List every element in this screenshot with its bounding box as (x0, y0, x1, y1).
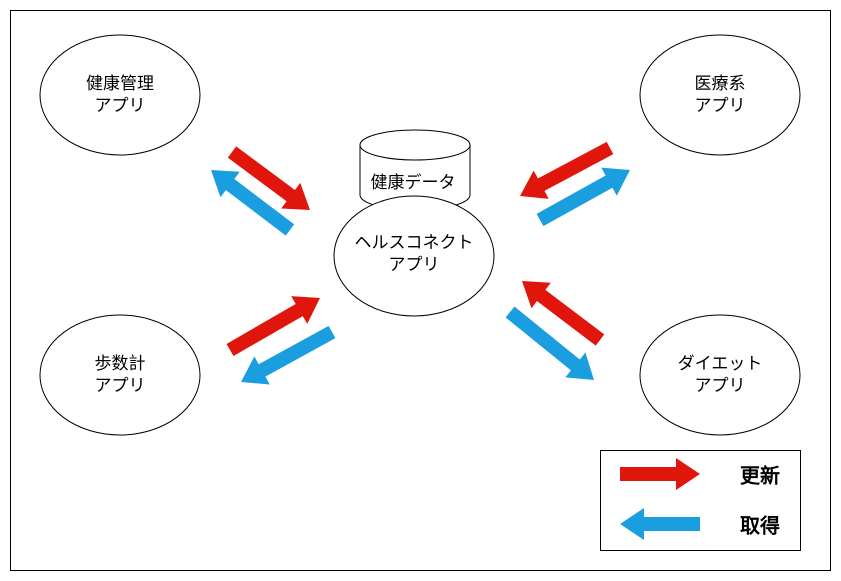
arrow-update-pedometer (226, 296, 320, 357)
arrow-fetch-diet (505, 306, 594, 380)
node-medical-app (639, 34, 801, 156)
legend-update-arrow (620, 458, 700, 490)
node-medical-label: 医療系アプリ (694, 74, 746, 116)
node-diet-app (639, 314, 801, 436)
frame (10, 10, 831, 571)
arrow-update-health (227, 146, 310, 210)
node-diet-label: ダイエットアプリ (677, 354, 763, 396)
node-health-app (39, 34, 201, 156)
node-pedometer-label: 歩数計アプリ (94, 354, 146, 396)
arrow-fetch-medical (536, 167, 630, 227)
legend-box (600, 450, 801, 551)
arrow-update-medical (520, 141, 614, 199)
node-hub-app (333, 195, 495, 317)
legend-fetch-label: 取得 (740, 513, 780, 538)
database-cylinder (359, 129, 471, 211)
node-pedometer-app (39, 314, 201, 436)
node-hub-label: ヘルスコネクトアプリ (354, 233, 474, 275)
node-health-label: 健康管理アプリ (86, 74, 154, 116)
arrow-fetch-pedometer (241, 325, 336, 385)
legend-fetch-arrow (620, 508, 700, 540)
legend-update-label: 更新 (740, 463, 780, 488)
database-label: 健康データ (370, 173, 456, 193)
arrow-update-diet (522, 281, 605, 346)
arrow-fetch-health (211, 170, 295, 236)
